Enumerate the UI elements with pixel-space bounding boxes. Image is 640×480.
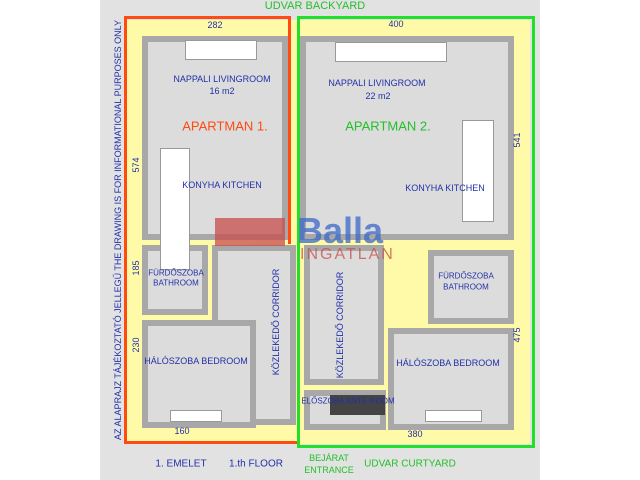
bedroom-2-label: HÁLÓSZOBA BEDROOM [396,358,500,368]
corridor-2 [304,245,384,385]
stairs [330,395,385,415]
bathroom-2-label-en: BATHROOM [443,282,489,292]
apartment-2-outline [297,16,535,448]
apartment-1-title: APARTMAN 1. [182,118,268,134]
window [170,410,222,422]
entrance-label-hu: BEJÁRAT [309,453,349,463]
window [335,42,447,62]
kitchen-counter [160,148,190,270]
window [425,410,482,422]
dimension-label: 230 [131,337,141,353]
livingroom-2-label: NAPPALI LIVINGROOM [328,78,426,88]
logo-sub: INGATLAN [300,246,395,263]
kitchen-2-label: KONYHA KITCHEN [405,183,485,193]
dimension-label: 541 [512,132,522,148]
apartment-2-title: APARTMAN 2. [345,118,431,134]
kitchen-counter [462,120,494,222]
bathroom-1-label: FÜRDŐSZOBA [148,268,204,278]
dimension-label: 282 [207,20,223,30]
entrance-label-en: ENTRANCE [304,465,354,475]
floor-label-hu: 1. EMELET [155,458,207,470]
corridor-2-label: KÖZLEKEDŐ CORRIDOR [335,271,345,379]
corridor-1-label: KÖZLEKEDŐ CORRIDOR [271,268,281,376]
dimension-label: 574 [131,157,141,173]
logo-watermark: Balla INGATLAN [215,210,430,266]
bathroom-2-label: FÜRDŐSZOBA [438,271,494,281]
livingroom-1-label: NAPPALI LIVINGROOM [173,74,271,84]
dimension-label: 380 [407,429,423,439]
livingroom-1-area: 16 m2 [209,86,235,96]
bathroom-2 [428,250,514,324]
dimension-label: 475 [512,327,522,343]
bedroom-1-label: HÁLÓSZOBA BEDROOM [144,356,248,366]
disclaimer-text: AZ ALAPRAJZ TÁJÉKOZTATÓ JELLEGŰ THE DRAW… [113,20,123,440]
window [185,40,257,60]
bathroom-1-label-en: BATHROOM [153,278,199,288]
dimension-label: 400 [388,19,404,29]
apartment-1-outline [124,16,291,244]
livingroom-2-area: 22 m2 [365,91,391,101]
backyard-label: UDVAR BACKYARD [264,0,366,12]
logo-house-icon [215,218,285,246]
logo-name: Balla [297,210,384,251]
kitchen-1-label: KONYHA KITCHEN [182,180,262,190]
dimension-label: 160 [174,426,190,436]
floor-label-en: 1.th FLOOR [229,458,283,470]
dimension-label: 185 [131,260,141,276]
anteroom-label: ELŐSZOBA ANTE-ROOM [301,396,395,406]
courtyard-label: UDVAR CURTYARD [364,458,456,470]
